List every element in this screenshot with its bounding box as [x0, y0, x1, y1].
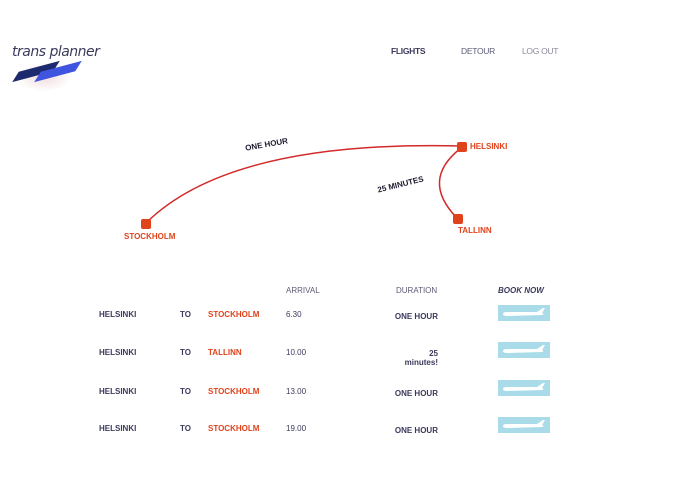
to-label: TO — [180, 310, 191, 319]
arrival-time: 19.00 — [286, 424, 307, 433]
duration: ONE HOUR — [394, 312, 438, 321]
arrival-time: 10.00 — [286, 348, 307, 357]
destination-city: STOCKHOLM — [208, 387, 260, 396]
city-helsinki: HELSINKI — [470, 142, 508, 151]
airplane-icon — [503, 383, 545, 391]
from-city: HELSINKI — [99, 387, 137, 396]
from-city: HELSINKI — [99, 424, 137, 433]
logo[interactable]: trans planner — [12, 44, 112, 94]
tallinn-node[interactable] — [453, 214, 463, 224]
header-book-now: BOOK NOW — [498, 286, 544, 295]
to-label: TO — [180, 387, 191, 396]
duration: 25 minutes! — [404, 349, 438, 367]
from-city: HELSINKI — [99, 310, 137, 319]
airplane-icon — [503, 345, 545, 353]
to-label: TO — [180, 348, 191, 357]
duration: ONE HOUR — [394, 426, 438, 435]
flight-row: HELSINKI TO TALLINN 10.00 25 minutes! — [0, 342, 695, 368]
duration: ONE HOUR — [394, 389, 438, 398]
route-stockholm-line — [145, 144, 463, 224]
destination-city: TALLINN — [208, 348, 242, 357]
nav-logout[interactable]: LOG OUT — [522, 46, 559, 56]
arrival-time: 13.00 — [286, 387, 307, 396]
flight-row: HELSINKI TO STOCKHOLM 13.00 ONE HOUR — [0, 380, 695, 407]
destination-city: STOCKHOLM — [208, 310, 260, 319]
logo-text: trans planner — [12, 44, 100, 60]
to-label: TO — [180, 424, 191, 433]
book-now-button[interactable] — [498, 417, 550, 433]
arrival-time: 6.30 — [286, 310, 302, 319]
stockholm-node[interactable] — [141, 219, 151, 229]
city-stockholm: STOCKHOLM — [124, 232, 176, 241]
book-now-button[interactable] — [498, 305, 550, 321]
from-city: HELSINKI — [99, 348, 137, 357]
route-tallinn-line — [438, 147, 462, 219]
helsinki-node[interactable] — [457, 142, 467, 152]
destination-city: STOCKHOLM — [208, 424, 260, 433]
header-duration: DURATION — [396, 286, 438, 295]
nav-flights[interactable]: FLIGHTS — [391, 46, 426, 56]
flight-row: HELSINKI TO STOCKHOLM 19.00 ONE HOUR — [0, 417, 695, 444]
airplane-icon — [503, 308, 545, 316]
book-now-button[interactable] — [498, 380, 550, 396]
header-arrival: ARRIVAL — [286, 286, 320, 295]
flight-row: HELSINKI TO STOCKHOLM 6.30 ONE HOUR — [0, 305, 695, 330]
nav-detour[interactable]: DETOUR — [461, 46, 495, 56]
city-tallinn: TALLINN — [458, 226, 492, 235]
airplane-icon — [503, 420, 545, 428]
book-now-button[interactable] — [498, 342, 550, 358]
